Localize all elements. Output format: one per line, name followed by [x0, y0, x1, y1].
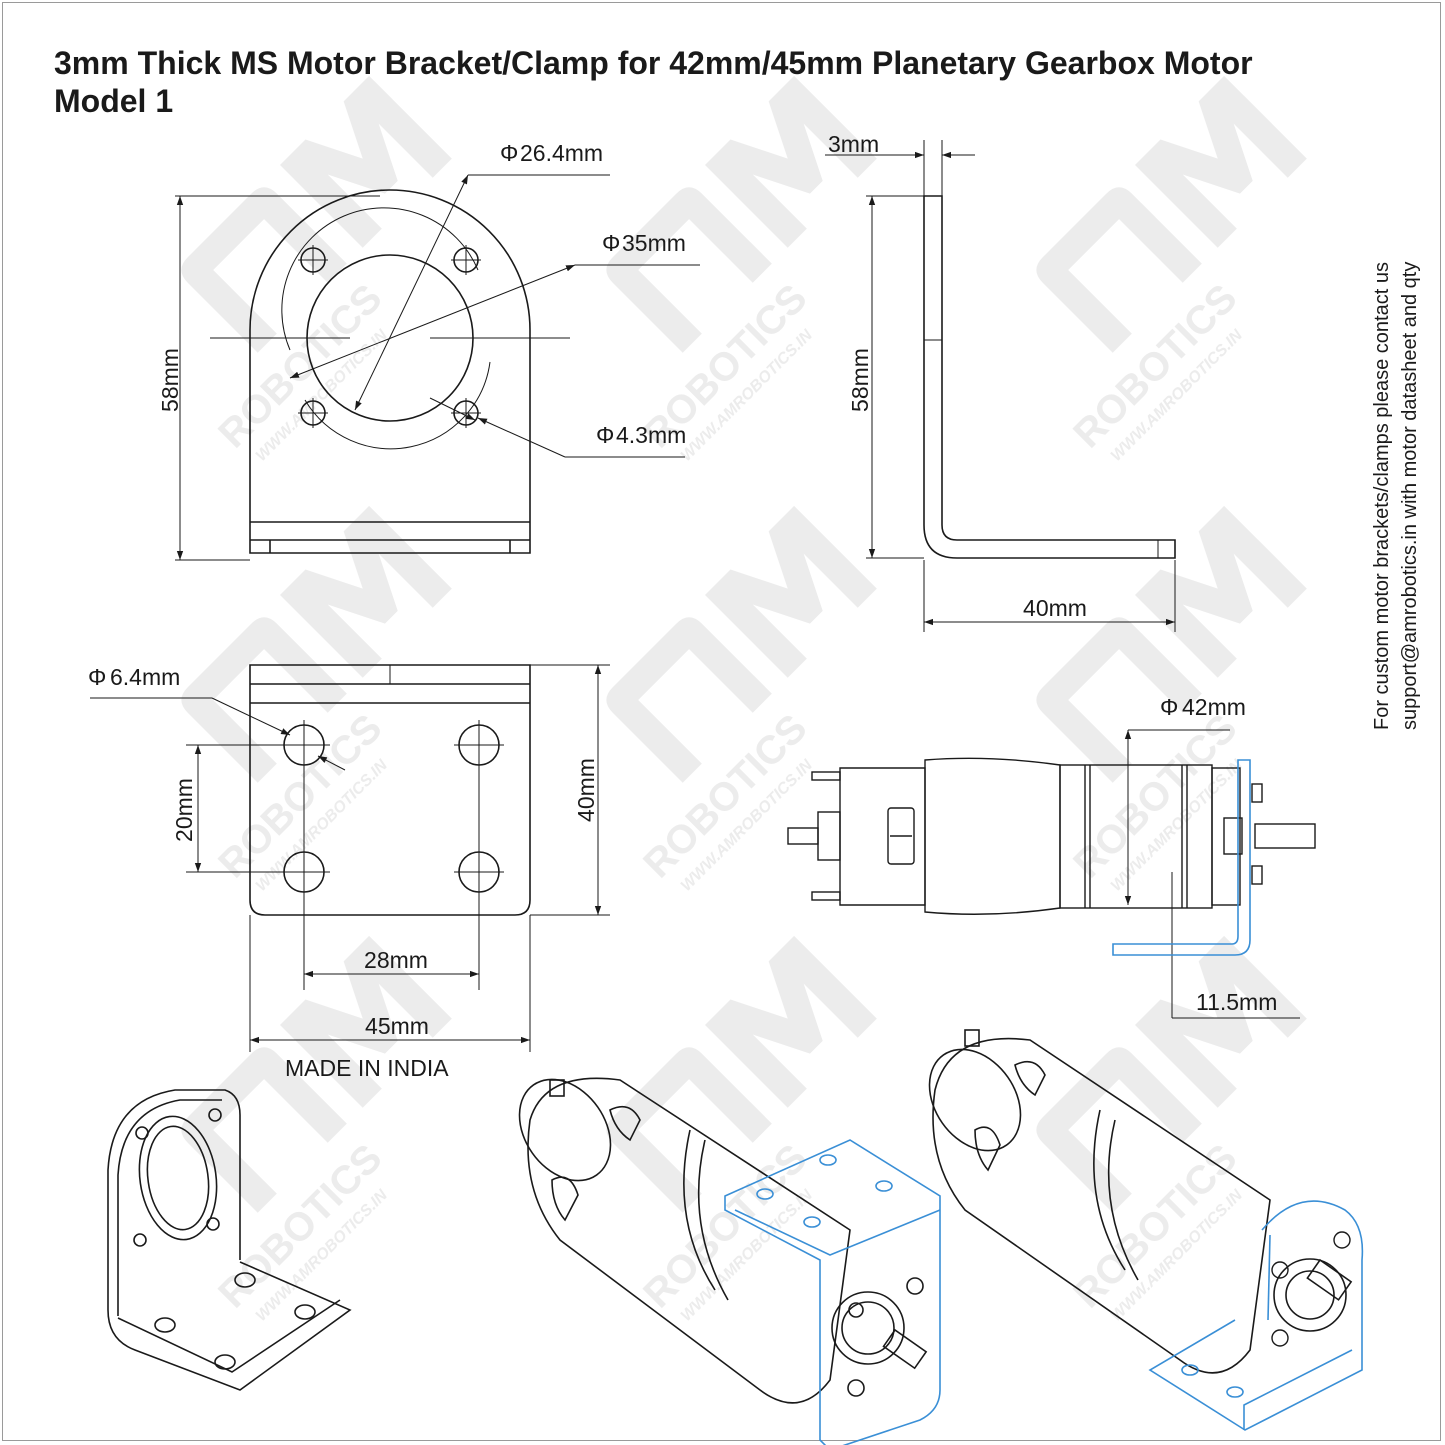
isometric-motor-side-mount	[928, 1029, 1353, 1374]
dim-bolt-circle: 35mm	[622, 230, 686, 256]
dim-side-height: 58mm	[847, 348, 873, 412]
dim-base-hole: 6.4mm	[110, 664, 180, 690]
diameter-symbol: Φ	[1160, 694, 1178, 720]
isometric-motor-top-mount	[518, 1077, 928, 1404]
dim-shaft-offset: 11.5mm	[1196, 989, 1277, 1015]
footer-made-in: MADE IN INDIA	[285, 1055, 449, 1081]
front-view	[175, 174, 700, 561]
isometric-bracket-blue-top	[724, 1139, 941, 1445]
dim-motor-diameter: 42mm	[1182, 694, 1246, 720]
diameter-symbol: Φ	[596, 422, 614, 448]
page-subtitle: Model 1	[54, 83, 174, 119]
dim-base-depth: 40mm	[573, 758, 599, 822]
page-title: 3mm Thick MS Motor Bracket/Clamp for 42m…	[54, 45, 1253, 81]
dim-hole-pitch-x: 28mm	[364, 947, 428, 973]
custom-note-line1: For custom motor brackets/clamps please …	[1371, 262, 1393, 730]
isometric-screws	[1271, 1231, 1351, 1347]
dim-base-length: 40mm	[1023, 595, 1087, 621]
base-view	[90, 664, 610, 1052]
dim-center-bore: 26.4mm	[520, 140, 603, 166]
diameter-symbol: Φ	[88, 664, 106, 690]
dim-thickness: 3mm	[828, 131, 879, 157]
diameter-symbol: Φ	[500, 140, 518, 166]
dim-mount-hole: 4.3mm	[616, 422, 686, 448]
isometric-bracket	[107, 1089, 352, 1391]
dim-base-width: 45mm	[365, 1013, 429, 1039]
bracket-outline-blue	[1112, 759, 1251, 956]
side-view	[825, 140, 1176, 632]
dim-front-height: 58mm	[157, 348, 183, 412]
watermark-layer: ROBOTICS WWW.AMROBOTICS.IN ROBOTICS WWW.…	[175, 75, 1307, 1325]
dim-hole-pitch-y: 20mm	[171, 778, 197, 842]
motor-side-view	[787, 729, 1316, 1019]
custom-note-line2: support@amrobotics.in with motor datashe…	[1399, 262, 1421, 730]
isometric-bracket-blue-side	[1148, 1200, 1364, 1431]
diameter-symbol: Φ	[602, 230, 620, 256]
